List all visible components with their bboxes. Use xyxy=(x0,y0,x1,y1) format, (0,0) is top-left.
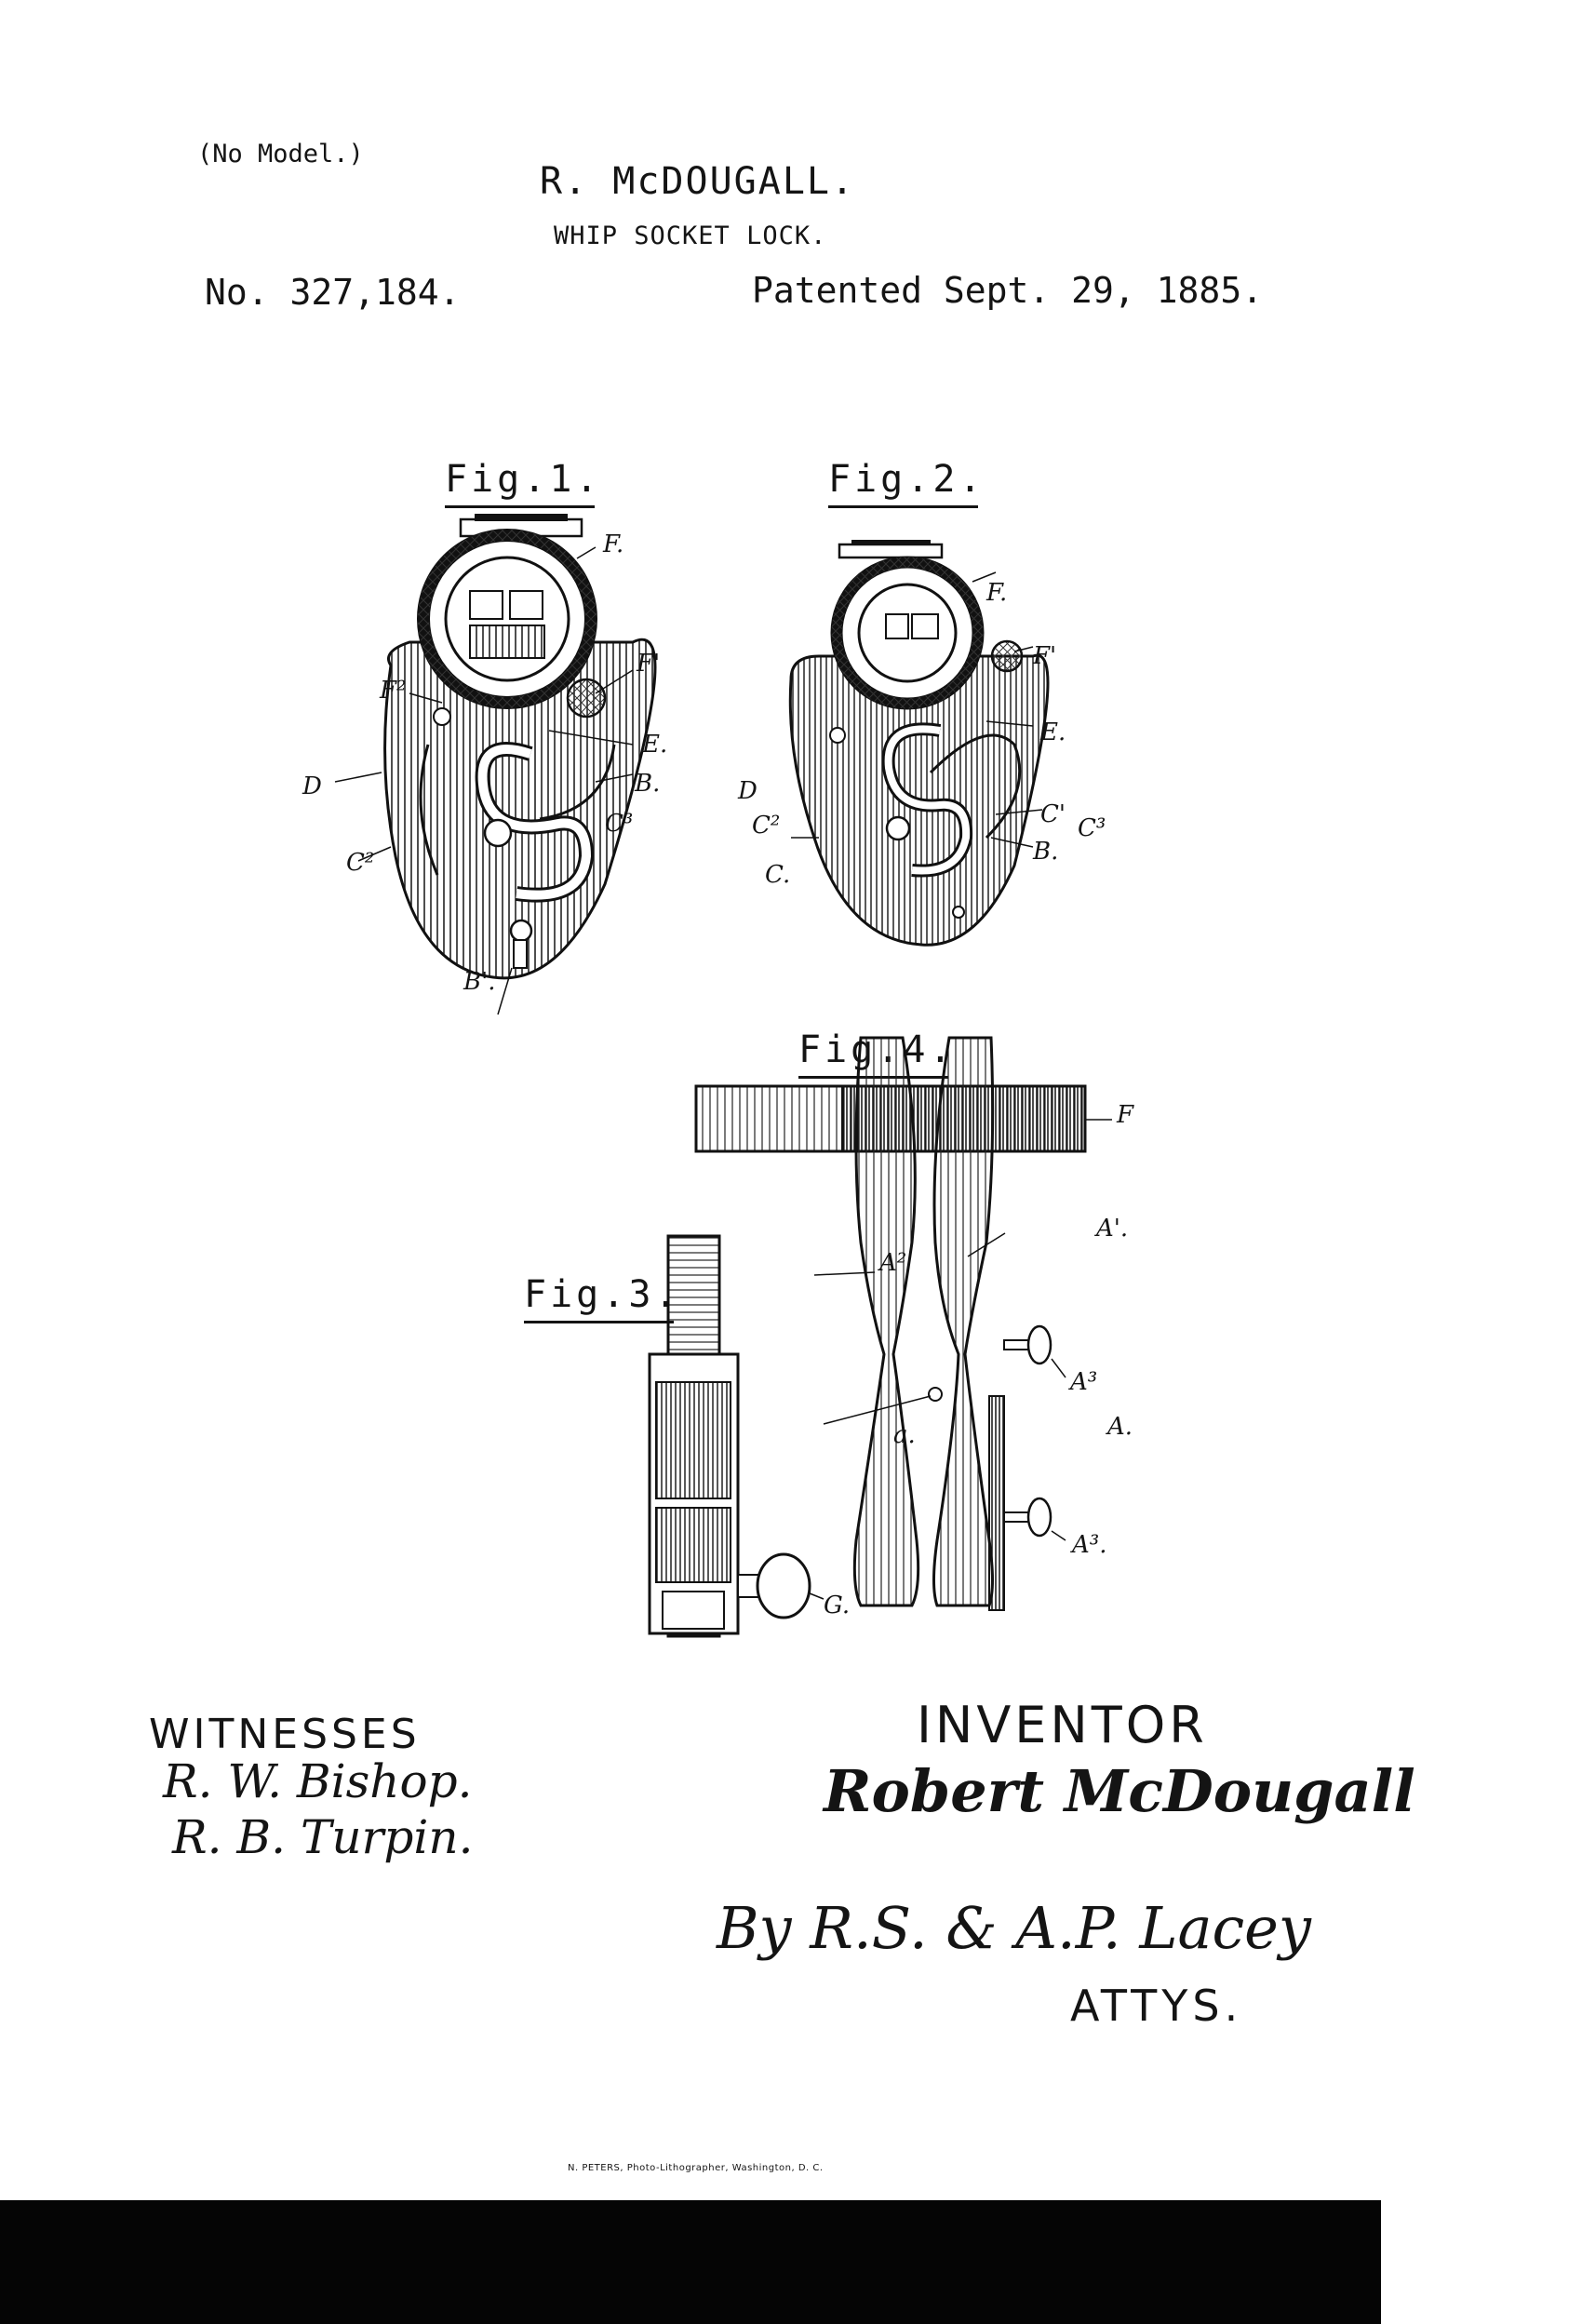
fig1-drawing xyxy=(334,514,657,1015)
fig1-ref-D: D xyxy=(302,772,322,800)
patent-number: No. 327,184. xyxy=(205,272,461,313)
fig2-ref-F: F. xyxy=(986,579,1008,607)
fig4-ref-A2: A² xyxy=(879,1249,907,1277)
attorneys-heading: ATTYS. xyxy=(1070,1981,1243,2031)
fig2-label: Fig.2. xyxy=(828,458,985,508)
fig2-ref-C: C. xyxy=(765,861,791,889)
patent-date: Patented Sept. 29, 1885. xyxy=(752,270,1264,311)
fig1-ref-B: B. xyxy=(635,770,661,798)
fig4-ref-a: a. xyxy=(893,1421,916,1449)
fig4-drawing xyxy=(694,1036,1112,1611)
fig3-ref-G: G. xyxy=(824,1592,851,1619)
fig2-ref-B: B. xyxy=(1033,838,1059,866)
witnesses-heading: WITNESSES xyxy=(149,1711,421,1758)
fig2-ref-C2: C² xyxy=(752,812,781,840)
fig2-ref-C3: C³ xyxy=(1078,814,1106,842)
inventor-heading: INVENTOR xyxy=(917,1696,1208,1754)
fig1-ref-C2: C² xyxy=(346,849,375,877)
fig2-ref-D: D xyxy=(738,777,757,805)
fig1-ref-E: E. xyxy=(642,731,668,759)
witness-1-signature: R. W. Bishop. xyxy=(163,1754,473,1808)
fig1-ref-C3: C³ xyxy=(605,810,634,838)
fig4-ref-A3b: A³. xyxy=(1072,1531,1107,1559)
scan-border-bar xyxy=(0,2200,1381,2324)
fig4-ref-A3a: A³ xyxy=(1070,1368,1098,1396)
fig3-drawing xyxy=(648,1234,825,1638)
fig1-ref-B1: B'. xyxy=(463,968,496,996)
inventor-name: R. McDOUGALL. xyxy=(540,160,856,203)
fig4-ref-A1: A'. xyxy=(1096,1215,1129,1243)
attorneys-signature: By R.S. & A.P. Lacey xyxy=(717,1894,1311,1962)
fig3-label: Fig.3. xyxy=(524,1273,681,1323)
fig1-ref-F: F. xyxy=(603,531,624,558)
fig4-ref-A: A. xyxy=(1107,1413,1133,1441)
fig1-ref-F1: F' xyxy=(637,650,661,678)
witness-2-signature: R. B. Turpin. xyxy=(172,1810,474,1864)
printer-credit: N. PETERS, Photo-Lithographer, Washingto… xyxy=(568,2163,824,2173)
fig2-drawing xyxy=(788,540,1050,947)
fig1-ref-F2: F² xyxy=(380,677,407,705)
fig2-ref-C1: C' xyxy=(1040,800,1066,828)
fig4-ref-F: F xyxy=(1117,1101,1134,1129)
fig2-ref-F1: F' xyxy=(1033,642,1057,670)
fig1-label: Fig.1. xyxy=(445,458,602,508)
inventor-signature: Robert McDougall xyxy=(824,1757,1415,1825)
patent-title: WHIP SOCKET LOCK. xyxy=(554,222,827,250)
no-model-note: (No Model.) xyxy=(197,140,364,168)
fig2-ref-E: E. xyxy=(1040,719,1066,746)
